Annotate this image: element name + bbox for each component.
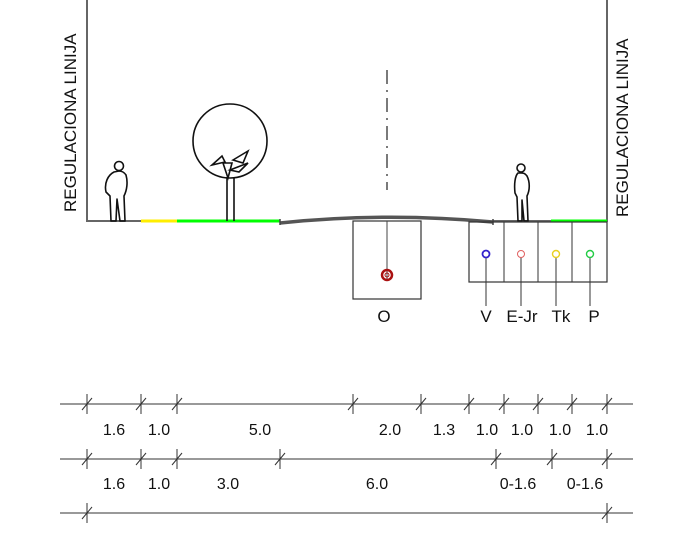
right-pedestrian-figure — [513, 163, 531, 222]
sewer-pipe-symbol — [380, 268, 394, 282]
label-ejr: E-Jr — [506, 307, 538, 326]
dimension-row-3 — [60, 503, 633, 523]
dim-row-1-slash — [171, 397, 183, 411]
dim-row-1-slash — [135, 397, 147, 411]
dim-row-3-slash — [81, 506, 93, 520]
dim-row-1-value: 1.0 — [148, 422, 170, 439]
dimension-row-1: 1.6 1.0 5.0 2.0 1.3 1.0 1.0 1.0 1.0 — [60, 394, 633, 439]
right-regulation-label: REGULACIONA LINIJA — [613, 38, 632, 217]
dim-row-2-value: 0-1.6 — [567, 476, 604, 493]
dim-row-3-slash — [601, 506, 613, 520]
tree-figure — [192, 103, 268, 221]
dim-row-1-slash — [415, 397, 427, 411]
tk-pipe-symbol — [551, 249, 561, 259]
dim-row-1-slash — [601, 397, 613, 411]
dim-row-1-value: 2.0 — [379, 422, 401, 439]
dim-row-2-slash — [81, 452, 93, 466]
dim-row-1-slash — [566, 397, 578, 411]
dimension-row-2: 1.6 1.0 3.0 6.0 0-1.6 0-1.6 — [60, 449, 633, 493]
dim-row-1-value: 1.6 — [103, 422, 125, 439]
dim-row-1-slash — [347, 397, 359, 411]
road-surface — [279, 215, 494, 225]
dim-row-1-slash — [81, 397, 93, 411]
dim-row-2-value: 0-1.6 — [500, 476, 537, 493]
dim-row-1-slash — [463, 397, 475, 411]
dim-row-2-slash — [601, 452, 613, 466]
dim-row-2-slash — [135, 452, 147, 466]
dim-row-2-slash — [171, 452, 183, 466]
sewer-pipe-inner — [384, 272, 390, 278]
ejr-pipe-symbol — [517, 250, 525, 258]
dim-row-2-value: 1.6 — [103, 476, 125, 493]
dim-row-1-value: 1.3 — [433, 422, 455, 439]
dim-row-1-value: 1.0 — [511, 422, 533, 439]
label-p: P — [588, 307, 599, 326]
dim-row-2-slash — [490, 452, 502, 466]
label-o: O — [377, 307, 390, 326]
dim-row-2-slash — [274, 452, 286, 466]
dim-row-2-value: 1.0 — [148, 476, 170, 493]
label-v: V — [480, 307, 492, 326]
dim-row-1-slash — [498, 397, 510, 411]
dim-row-1-value: 5.0 — [249, 422, 271, 439]
dim-row-1-slash — [532, 397, 544, 411]
v-pipe-symbol — [481, 249, 491, 259]
dim-row-2-slash — [546, 452, 558, 466]
dim-row-1-value: 1.0 — [549, 422, 571, 439]
p-pipe-symbol — [585, 249, 595, 259]
dim-row-1-value: 1.0 — [476, 422, 498, 439]
dim-row-1-value: 1.0 — [586, 422, 608, 439]
dim-row-2-value: 6.0 — [366, 476, 388, 493]
left-pedestrian-figure — [104, 160, 128, 222]
sewer-pipe-outer — [380, 268, 394, 282]
left-regulation-label: REGULACIONA LINIJA — [61, 33, 80, 212]
label-tk: Tk — [552, 307, 571, 326]
dim-row-2-value: 3.0 — [217, 476, 239, 493]
